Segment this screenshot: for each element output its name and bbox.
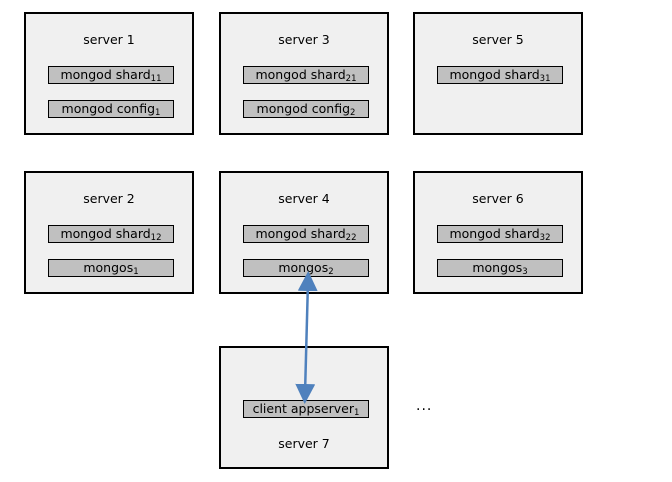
server-6-box: server 6 mongod shard32 mongos3 [413, 171, 583, 294]
server-title: server 6 [472, 191, 524, 206]
mongos-3: mongos3 [437, 259, 563, 277]
server-3-box: server 3 mongod shard21 mongod config2 [219, 12, 389, 135]
mongod-shard-22: mongod shard22 [243, 225, 369, 243]
mongod-config-1: mongod config1 [48, 100, 174, 118]
mongos-1: mongos1 [48, 259, 174, 277]
mongod-shard-11: mongod shard11 [48, 66, 174, 84]
mongod-shard-21: mongod shard21 [243, 66, 369, 84]
client-appserver-1: client appserver1 [243, 400, 369, 418]
mongod-shard-31: mongod shard31 [437, 66, 563, 84]
arrow-line [295, 271, 318, 404]
mongod-config-2: mongod config2 [243, 100, 369, 118]
server-2-box: server 2 mongod shard12 mongos1 [24, 171, 194, 294]
server-5-box: server 5 mongod shard31 [413, 12, 583, 135]
server-title: server 2 [83, 191, 135, 206]
more-servers-ellipsis: ... [416, 398, 433, 414]
server-1-box: server 1 mongod shard11 mongod config1 [24, 12, 194, 135]
mongod-shard-12: mongod shard12 [48, 225, 174, 243]
server-title: server 1 [83, 32, 135, 47]
server-title: server 3 [278, 32, 330, 47]
server-title: server 7 [278, 436, 330, 451]
mongod-shard-32: mongod shard32 [437, 225, 563, 243]
server-title: server 5 [472, 32, 524, 47]
server-title: server 4 [278, 191, 330, 206]
